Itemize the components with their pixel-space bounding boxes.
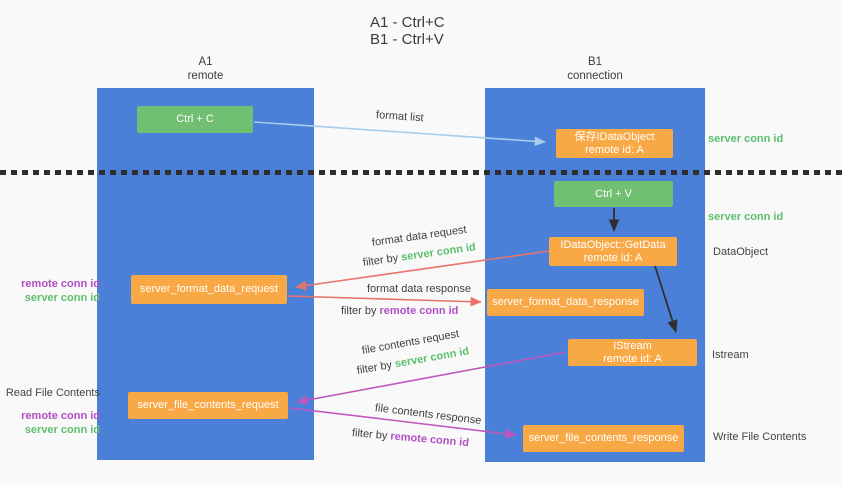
annotation-group-read-file: Read File Contents remote conn id server… <box>0 386 100 437</box>
node-ctrl-v-label: Ctrl + V <box>595 187 632 200</box>
edge-label-format-list: format list <box>375 109 424 125</box>
edge-label-format-data-response: format data response <box>367 283 471 295</box>
annotation-remote-conn-id: remote conn id <box>21 278 100 290</box>
annotation-server-conn-id-top: server conn id <box>708 133 784 145</box>
node-getdata-line1: IDataObject::GetData <box>560 238 666 251</box>
lane-header-b1: B1 connection <box>485 55 705 83</box>
annotation-read-file-contents: Read File Contents <box>5 387 100 399</box>
node-server-file-contents-request: server_file_contents_request <box>128 392 288 419</box>
lane-a1-name: A1 <box>198 56 213 68</box>
edge-label-file-contents-response: file contents response <box>374 402 482 427</box>
node-server-format-data-response: server_format_data_response <box>487 289 644 316</box>
lane-b1-role: connection <box>567 70 623 82</box>
node-file-response-label: server_file_contents_response <box>528 432 679 444</box>
remote-conn-id-key: remote conn id <box>379 305 459 317</box>
node-ctrl-v: Ctrl + V <box>554 181 673 207</box>
node-idataobject-getdata: IDataObject::GetData remote id: A <box>549 237 677 266</box>
node-istream: IStream remote id: A <box>568 339 697 366</box>
node-save-idataobject: 保存IDataObject remote id: A <box>556 129 673 158</box>
annotation-write-file-contents: Write File Contents <box>713 431 807 443</box>
node-server-file-contents-response: server_file_contents_response <box>523 425 684 452</box>
annotation-server-conn-id: server conn id <box>24 292 100 304</box>
annotation-istream: Istream <box>712 349 749 361</box>
lane-b1-name: B1 <box>587 56 603 68</box>
edge-label-file-response-filter: filter by remote conn id <box>351 427 469 449</box>
remote-conn-id-key: remote conn id <box>389 430 470 450</box>
filter-by-text: filter by <box>341 305 377 317</box>
lane-header-a1: A1 remote <box>97 55 314 83</box>
annotation-server-conn-id-ctrlv: server conn id <box>708 211 784 223</box>
node-istream-line1: IStream <box>613 339 652 352</box>
annotation-remote-conn-id: remote conn id <box>21 410 100 422</box>
node-file-request-label: server_file_contents_request <box>137 399 279 411</box>
title-line-1: A1 - Ctrl+C <box>370 14 445 31</box>
dotted-divider-line <box>0 170 842 175</box>
filter-by-text: filter by <box>351 427 388 443</box>
node-save-idataobject-line2: remote id: A <box>585 143 644 156</box>
annotation-server-conn-id: server conn id <box>24 424 100 436</box>
diagram-title: A1 - Ctrl+C B1 - Ctrl+V <box>370 14 445 48</box>
node-format-request-label: server_format_data_request <box>139 283 279 295</box>
node-istream-line2: remote id: A <box>603 352 662 365</box>
filter-by-text: filter by <box>362 252 399 269</box>
node-ctrl-c: Ctrl + C <box>137 106 253 133</box>
filter-by-text: filter by <box>355 358 393 377</box>
lane-a1-role: remote <box>187 70 224 82</box>
node-getdata-line2: remote id: A <box>583 251 643 264</box>
annotation-dataobject: DataObject <box>713 246 769 258</box>
server-conn-id-key: server conn id <box>400 241 477 264</box>
title-line-2: B1 - Ctrl+V <box>370 31 444 48</box>
node-ctrl-c-label: Ctrl + C <box>176 113 214 125</box>
edge-label-format-response-filter: filter by remote conn id <box>341 305 458 317</box>
node-server-format-data-request: server_format_data_request <box>131 275 287 304</box>
annotation-group-format-ids: remote conn id server conn id <box>0 277 100 305</box>
node-format-response-label: server_format_data_response <box>492 296 639 308</box>
node-save-idataobject-line1: 保存IDataObject <box>574 130 655 143</box>
arrow-format-request-to-response <box>287 295 482 307</box>
